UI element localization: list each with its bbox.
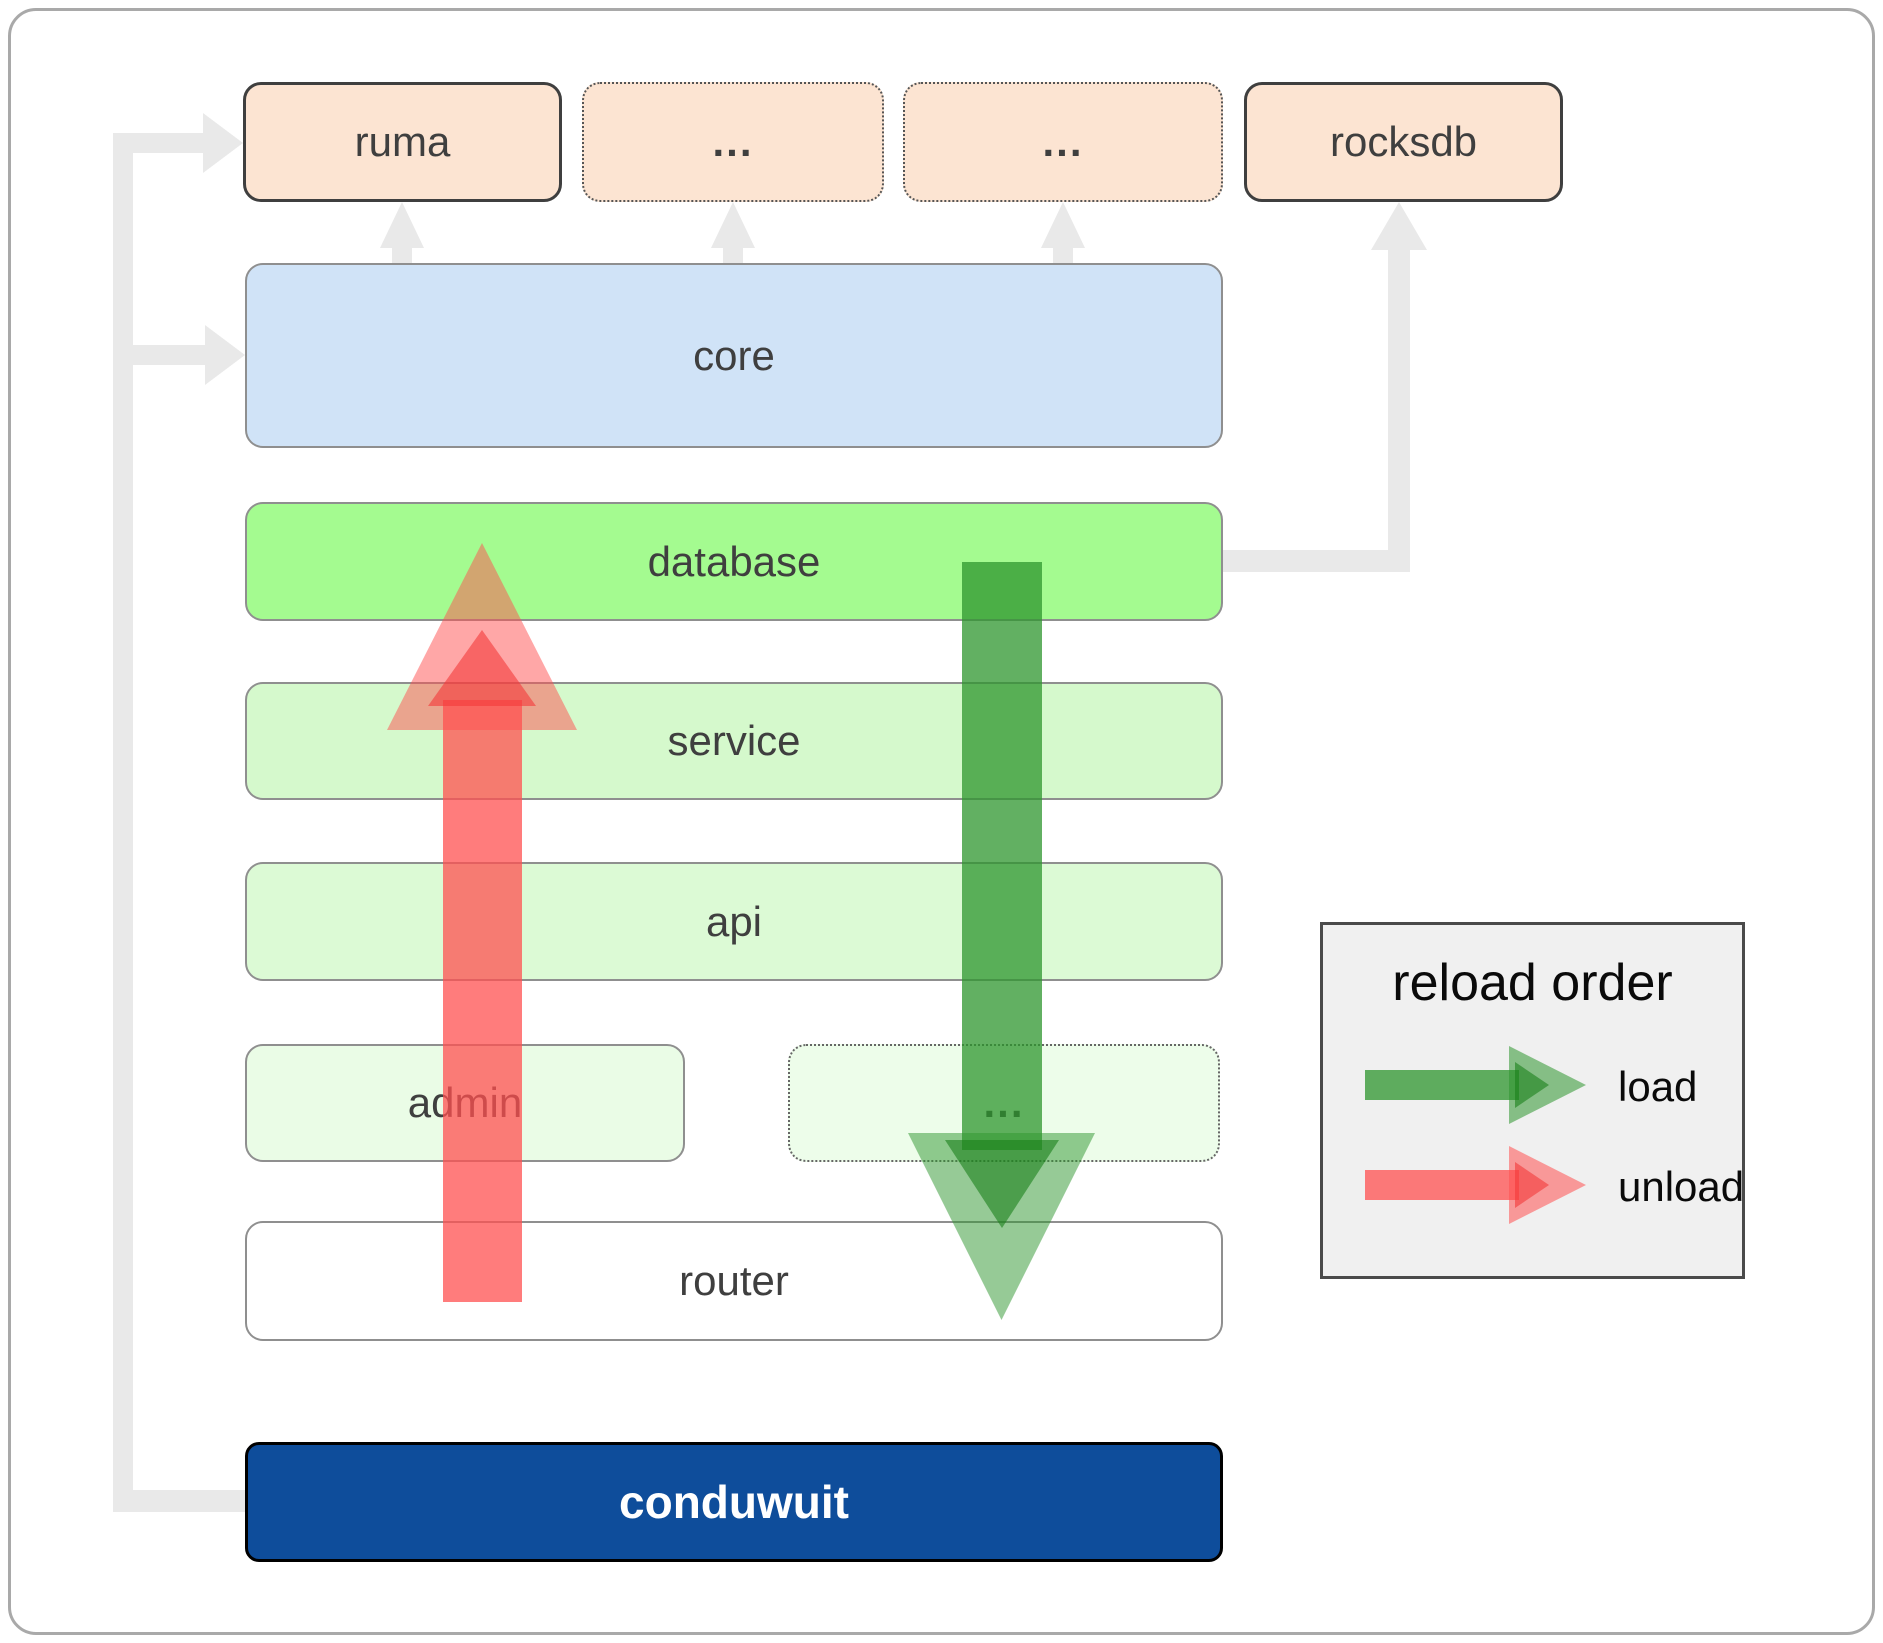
box-service-label: service: [667, 717, 801, 764]
diagram-frame: [8, 8, 1875, 1635]
legend-unload-label: unload: [1618, 1163, 1745, 1210]
box-dependency-ellipsis-2: ...: [903, 82, 1223, 202]
box-ruma-label: ruma: [354, 118, 451, 165]
box-database-label: database: [647, 537, 821, 585]
box-rocksdb-label: rocksdb: [1329, 118, 1478, 165]
connector-database-rocksdb-horizontal: [1223, 550, 1410, 572]
box-api-label: api: [705, 897, 763, 945]
box-dependency-ellipsis-1-label: ...: [712, 118, 754, 165]
box-database: database: [245, 502, 1223, 621]
connector-to-core: [133, 345, 205, 365]
connector-database-rocksdb-vertical: [1388, 248, 1410, 572]
box-conduwuit-label: conduwuit: [619, 1476, 849, 1528]
unload-arrow-stem: [443, 700, 522, 1302]
legend-unload-arrow-stem: [1365, 1170, 1519, 1200]
box-core: core: [245, 263, 1223, 448]
legend-load-arrow-stem: [1365, 1070, 1519, 1100]
load-arrow-stem: [962, 562, 1042, 1150]
connector-to-ruma: [113, 133, 203, 153]
box-api: api: [245, 862, 1223, 981]
box-dependency-ellipsis-1: ...: [582, 82, 884, 202]
connector-left-vertical: [113, 133, 133, 1512]
connector-conduwuit-horizontal: [113, 1490, 253, 1512]
connector-core-dep3-stem: [1053, 248, 1073, 263]
box-conduwuit: conduwuit: [245, 1442, 1223, 1562]
box-core-label: core: [693, 331, 775, 379]
connector-core-dep2-stem: [723, 248, 743, 263]
box-router-label: router: [679, 1257, 789, 1304]
legend-load-label: load: [1618, 1063, 1698, 1110]
box-rocksdb: rocksdb: [1244, 82, 1563, 202]
box-router: router: [245, 1221, 1223, 1341]
connector-core-ruma-stem: [392, 248, 412, 263]
box-ruma: ruma: [243, 82, 562, 202]
box-service: service: [245, 682, 1223, 800]
legend: reload order load unload: [1320, 922, 1745, 1279]
box-dependency-ellipsis-2-label: ...: [1042, 118, 1084, 165]
legend-title: reload order: [1392, 954, 1673, 1012]
